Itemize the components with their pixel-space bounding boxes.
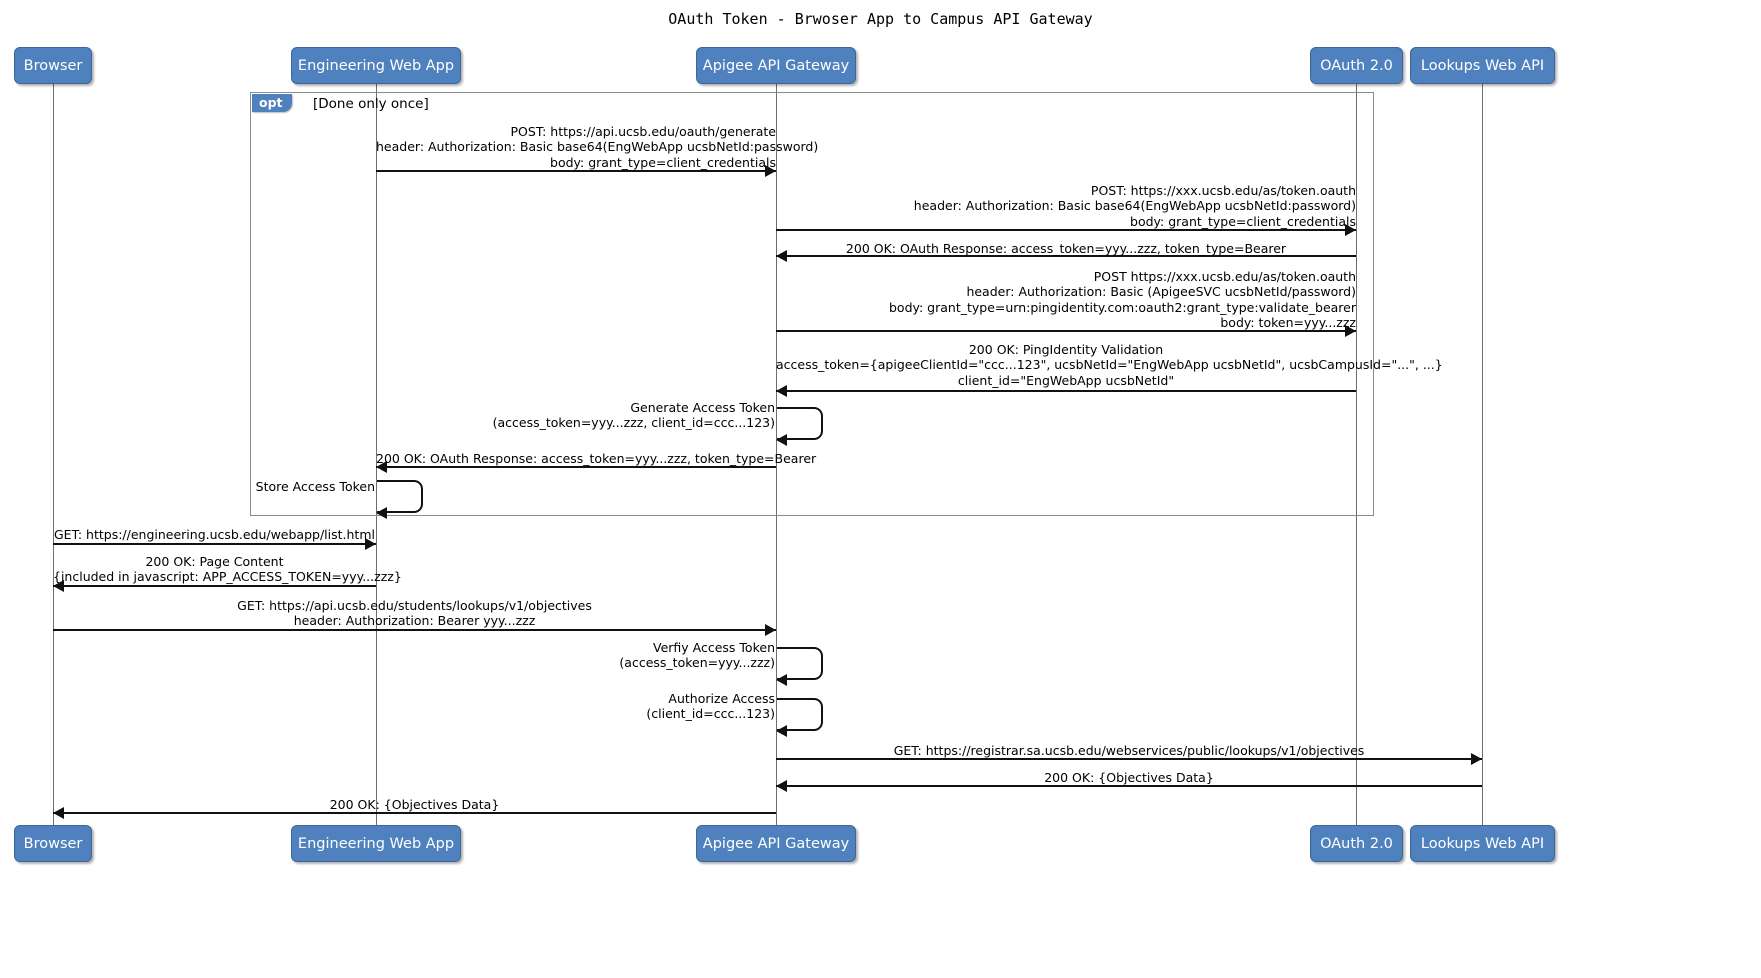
self-call-label-s1: Generate Access Token(access_token=yyy..… bbox=[255, 400, 775, 431]
arrow-head-m9 bbox=[765, 624, 776, 636]
message-label-m9: GET: https://api.ucsb.edu/students/looku… bbox=[53, 598, 776, 629]
self-call-loop-s2 bbox=[377, 480, 423, 513]
message-line-m5 bbox=[776, 390, 1356, 392]
message-line-m12 bbox=[53, 812, 776, 814]
message-text-line: body: grant_type=client_credentials bbox=[550, 154, 776, 170]
message-line-m9 bbox=[53, 629, 776, 631]
participant-header-browser[interactable]: Browser bbox=[14, 47, 92, 84]
self-call-loop-s4 bbox=[777, 698, 823, 731]
self-call-text-line: Authorize Access bbox=[668, 691, 775, 706]
arrow-head-m3 bbox=[776, 250, 787, 262]
opt-fragment-box bbox=[250, 92, 1374, 516]
message-text-line: header: Authorization: Bearer yyy...zzz bbox=[293, 613, 536, 629]
lifeline-apigee bbox=[776, 84, 777, 825]
message-text-line: client_id="EngWebApp ucsbNetId" bbox=[957, 372, 1175, 388]
page-title: OAuth Token - Brwoser App to Campus API … bbox=[668, 10, 1093, 28]
self-call-loop-s1 bbox=[777, 407, 823, 440]
self-call-label-s2: Store Access Token bbox=[0, 479, 375, 494]
participant-header-webapp[interactable]: Engineering Web App bbox=[291, 47, 461, 84]
message-label-m12: 200 OK: {Objectives Data} bbox=[53, 797, 776, 812]
message-label-m7: GET: https://engineering.ucsb.edu/webapp… bbox=[53, 527, 376, 542]
self-call-arrow-head-s4 bbox=[776, 725, 787, 737]
message-text-line: body: grant_type=client_credentials bbox=[1130, 213, 1356, 229]
participant-footer-apigee[interactable]: Apigee API Gateway bbox=[696, 825, 856, 862]
message-text-line: GET: https://engineering.ucsb.edu/webapp… bbox=[54, 527, 375, 542]
participant-header-apigee[interactable]: Apigee API Gateway bbox=[696, 47, 856, 84]
message-text-line: GET: https://api.ucsb.edu/students/looku… bbox=[237, 598, 592, 613]
message-text-line: header: Authorization: Basic (ApigeeSVC … bbox=[966, 284, 1356, 300]
message-text-line: 200 OK: PingIdentity Validation bbox=[968, 342, 1164, 357]
message-text-line: 200 OK: OAuth Response: access_token=yyy… bbox=[845, 241, 1287, 256]
message-text-line: 200 OK: {Objectives Data} bbox=[329, 797, 500, 812]
lifeline-oauth bbox=[1356, 84, 1357, 825]
message-label-m11: 200 OK: {Objectives Data} bbox=[776, 770, 1482, 785]
message-label-m2: POST: https://xxx.ucsb.edu/as/token.oaut… bbox=[776, 183, 1356, 229]
message-text-line: POST: https://api.ucsb.edu/oauth/generat… bbox=[510, 124, 776, 139]
participant-header-lookups[interactable]: Lookups Web API bbox=[1410, 47, 1555, 84]
message-text-line: header: Authorization: Basic base64(EngW… bbox=[376, 139, 819, 155]
message-line-m3 bbox=[776, 255, 1356, 257]
message-text-line: header: Authorization: Basic base64(EngW… bbox=[913, 198, 1356, 214]
lifeline-lookups bbox=[1482, 84, 1483, 825]
self-call-loop-s3 bbox=[777, 647, 823, 680]
message-line-m1 bbox=[376, 170, 776, 172]
message-line-m2 bbox=[776, 229, 1356, 231]
message-text-line: POST https://xxx.ucsb.edu/as/token.oauth bbox=[1093, 269, 1356, 284]
self-call-text-line: Store Access Token bbox=[255, 479, 375, 494]
message-label-m10: GET: https://registrar.sa.ucsb.edu/webse… bbox=[776, 743, 1482, 758]
message-text-line: POST: https://xxx.ucsb.edu/as/token.oaut… bbox=[1090, 183, 1356, 198]
message-text-line: 200 OK: OAuth Response: access_token=yyy… bbox=[376, 451, 817, 466]
lifeline-browser bbox=[53, 84, 54, 825]
arrow-head-m8 bbox=[53, 580, 64, 592]
participant-footer-oauth[interactable]: OAuth 2.0 bbox=[1310, 825, 1403, 862]
arrow-head-m11 bbox=[776, 780, 787, 792]
self-call-text-line: (access_token=yyy...zzz) bbox=[619, 655, 775, 671]
arrow-head-m7 bbox=[365, 538, 376, 550]
self-call-arrow-head-s1 bbox=[776, 434, 787, 446]
arrow-head-m2 bbox=[1345, 224, 1356, 236]
message-label-m8: 200 OK: Page Content{included in javascr… bbox=[53, 554, 402, 585]
participant-footer-browser[interactable]: Browser bbox=[14, 825, 92, 862]
participant-footer-lookups[interactable]: Lookups Web API bbox=[1410, 825, 1555, 862]
message-line-m11 bbox=[776, 785, 1482, 787]
arrow-head-m10 bbox=[1471, 753, 1482, 765]
message-line-m6 bbox=[376, 466, 776, 468]
message-line-m8 bbox=[53, 585, 376, 587]
self-call-arrow-head-s2 bbox=[376, 507, 387, 519]
arrow-head-m12 bbox=[53, 807, 64, 819]
self-call-text-line: (client_id=ccc...123) bbox=[646, 706, 775, 722]
arrow-head-m6 bbox=[376, 461, 387, 473]
self-call-label-s3: Verfiy Access Token(access_token=yyy...z… bbox=[255, 640, 775, 671]
arrow-head-m4 bbox=[1345, 325, 1356, 337]
opt-fragment-tab: opt bbox=[252, 94, 292, 112]
self-call-label-s4: Authorize Access(client_id=ccc...123) bbox=[255, 691, 775, 722]
message-line-m4 bbox=[776, 330, 1356, 332]
message-line-m10 bbox=[776, 758, 1482, 760]
self-call-text-line: Generate Access Token bbox=[630, 400, 775, 415]
message-label-m6: 200 OK: OAuth Response: access_token=yyy… bbox=[376, 451, 817, 466]
message-text-line: {included in javascript: APP_ACCESS_TOKE… bbox=[53, 569, 402, 585]
arrow-head-m5 bbox=[776, 385, 787, 397]
participant-header-oauth[interactable]: OAuth 2.0 bbox=[1310, 47, 1403, 84]
self-call-arrow-head-s3 bbox=[776, 674, 787, 686]
message-text-line: 200 OK: Page Content bbox=[145, 554, 284, 569]
self-call-text-line: Verfiy Access Token bbox=[653, 640, 775, 655]
arrow-head-m1 bbox=[765, 165, 776, 177]
message-text-line: 200 OK: {Objectives Data} bbox=[1044, 770, 1214, 785]
message-line-m7 bbox=[53, 543, 376, 545]
participant-footer-webapp[interactable]: Engineering Web App bbox=[291, 825, 461, 862]
message-label-m4: POST https://xxx.ucsb.edu/as/token.oauth… bbox=[776, 269, 1356, 331]
lifeline-webapp bbox=[376, 84, 377, 825]
self-call-text-line: (access_token=yyy...zzz, client_id=ccc..… bbox=[492, 415, 775, 431]
opt-fragment-guard-label: [Done only once] bbox=[313, 96, 429, 112]
message-text-line: body: token=yyy...zzz bbox=[1220, 315, 1356, 331]
message-label-m1: POST: https://api.ucsb.edu/oauth/generat… bbox=[376, 124, 819, 170]
message-text-line: GET: https://registrar.sa.ucsb.edu/webse… bbox=[893, 743, 1365, 758]
message-text-line: access_token={apigeeClientId="ccc...123"… bbox=[776, 357, 1443, 373]
message-label-m3: 200 OK: OAuth Response: access_token=yyy… bbox=[776, 241, 1356, 256]
message-text-line: body: grant_type=urn:pingidentity.com:oa… bbox=[888, 299, 1356, 315]
